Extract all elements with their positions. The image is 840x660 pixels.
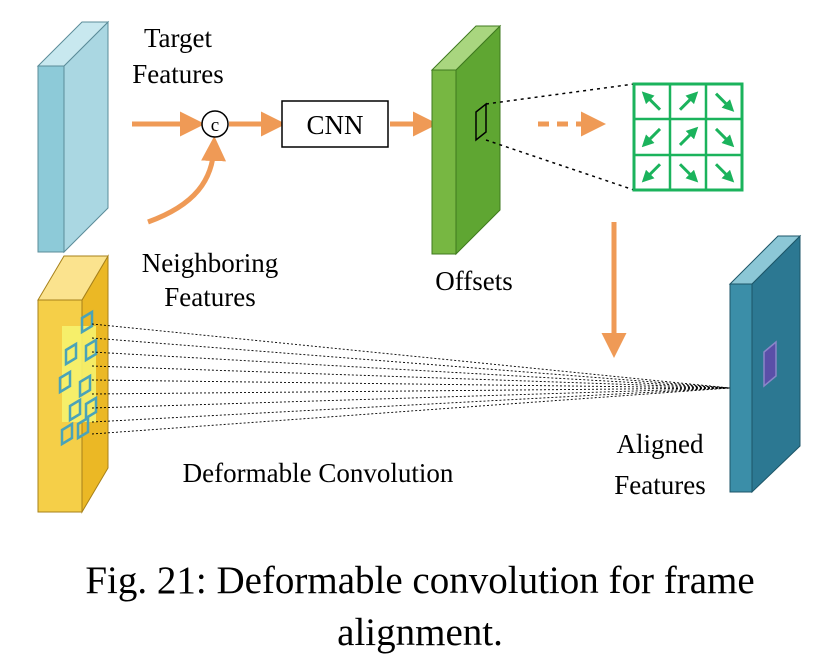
arrow-neighbor-to-concat: [147, 136, 227, 225]
offset-arrow-down-left: [641, 127, 662, 148]
cnn-box: [281, 100, 389, 148]
offsets-block-front: [431, 69, 457, 255]
sampling-kernel-box: [78, 373, 92, 399]
sampling-projection-line: [91, 337, 731, 389]
projection-line-bottom: [485, 139, 635, 191]
sampling-kernel-box: [58, 369, 72, 395]
deformable-convolution-label: Deformable Convolution: [183, 458, 454, 488]
figure-caption-line1: Fig. 21: Deformable convolution for fram…: [85, 559, 754, 602]
target-features-label-line2: Features: [132, 59, 223, 89]
offset-grid: [632, 82, 744, 192]
aligned-features-label-line2: Features: [614, 470, 705, 500]
sampling-projection-line: [91, 387, 731, 409]
offset-arrow-up-right: [678, 126, 699, 147]
sampling-projection-line: [91, 323, 731, 389]
figure-caption-line2: alignment.: [337, 611, 503, 654]
sampling-kernel-box: [84, 395, 98, 421]
deformable-sampling-overlay: [58, 309, 731, 447]
target-features-block: [36, 20, 110, 254]
concat-circle: [201, 110, 229, 138]
projection-line-top: [485, 83, 635, 105]
sampling-projection-line: [91, 351, 731, 389]
offset-arrow-down-right: [678, 163, 699, 183]
sampling-kernel-box: [60, 421, 74, 447]
neighboring-features-label-line1: Neighboring: [142, 248, 278, 278]
aligned-features-block: [728, 234, 802, 494]
concat-symbol: c: [201, 110, 229, 138]
sampling-kernel-box: [84, 337, 98, 363]
aligned-features-label-line1: Aligned: [617, 429, 704, 459]
offset-arrow-down-right: [714, 127, 735, 148]
offset-kernel-window: [475, 102, 487, 142]
cnn-label: CNN: [306, 110, 363, 140]
sampling-projection-line: [91, 387, 731, 423]
offset-arrow-up-left: [641, 91, 662, 111]
aligned-output-patch: [763, 340, 777, 388]
offset-arrow-down-right: [714, 163, 735, 183]
sampling-kernel-box: [64, 341, 78, 367]
target-features-label-line1: Target: [144, 23, 213, 53]
offset-arrow-down-right: [714, 92, 735, 112]
offset-arrow-up-right: [678, 91, 699, 111]
offsets-block: [430, 24, 502, 256]
target-block-front: [37, 65, 65, 253]
sampling-kernel-box: [76, 415, 90, 441]
aligned-block-front: [729, 283, 753, 493]
neighboring-features-label-line2: Features: [164, 282, 255, 312]
offsets-label: Offsets: [435, 266, 513, 296]
sampling-projection-line: [91, 365, 731, 389]
offset-arrow-down-left: [641, 163, 662, 183]
sampling-projection-line: [91, 379, 731, 389]
sampling-projection-line: [91, 387, 731, 435]
sampling-kernel-box: [80, 309, 94, 335]
sampling-kernel-box: [68, 397, 82, 423]
concat-symbol-label: c: [211, 115, 219, 136]
